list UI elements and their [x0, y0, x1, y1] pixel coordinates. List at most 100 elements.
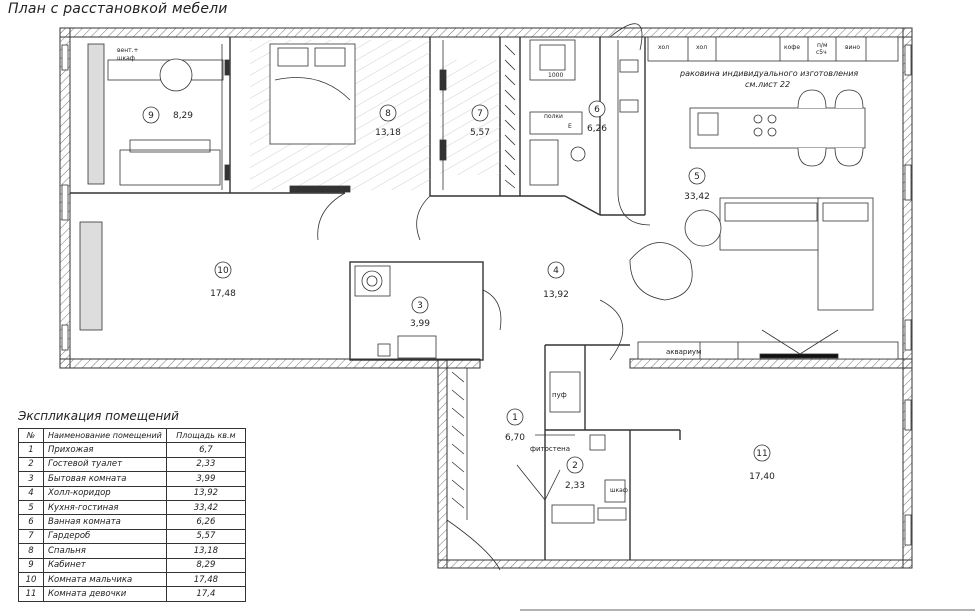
cell-area: 17,48 [165, 571, 246, 588]
header-number: № [18, 427, 44, 444]
room-8-area: 13,18 [375, 128, 401, 138]
room-6-area: 6,26 [587, 124, 607, 134]
cell-number: 4 [18, 485, 44, 501]
room-4-area: 13,92 [543, 290, 569, 300]
room-4-number: 4 [553, 266, 559, 276]
room-7-area: 5,57 [470, 128, 490, 138]
aquarium-label: аквариум [666, 348, 701, 356]
kitchen-cabinets [647, 36, 899, 62]
size-label: 1000 [548, 72, 563, 79]
cell-name: Бытовая комната [43, 471, 167, 487]
cell-number: 3 [18, 471, 44, 487]
room-1-number: 1 [512, 413, 518, 423]
room-3-furniture [354, 265, 437, 359]
legend-title: Экспликация помещений [18, 409, 179, 423]
fridge-label-1: хол [658, 44, 669, 51]
cell-name: Комната девочки [43, 586, 167, 602]
wine-label: вино [845, 44, 860, 51]
dishwasher-label-2: с5ч [816, 49, 827, 56]
room-6-furniture [529, 23, 643, 195]
header-area: Площадь кв.м [165, 427, 246, 444]
cell-name: Кабинет [43, 557, 167, 573]
cell-area: 6,7 [165, 442, 246, 458]
shelf-label: полки [544, 113, 563, 120]
room-8-furniture [250, 40, 430, 193]
cell-name: Кухня-гостиная [43, 499, 167, 516]
table-header-row: № Наименование помещений Площадь кв.м [18, 427, 246, 444]
cell-number: 9 [18, 557, 44, 573]
cell-name: Холл-коридор [43, 485, 167, 501]
cell-number: 5 [18, 499, 44, 516]
cell-number: 8 [18, 543, 44, 559]
room-10-furniture [79, 221, 103, 331]
doors [317, 192, 651, 571]
cell-area: 33,42 [165, 499, 246, 516]
room-2-area: 2,33 [565, 481, 585, 491]
cell-name: Гостевой туалет [43, 456, 167, 473]
cell-number: 2 [18, 456, 44, 473]
room-8-number: 8 [385, 109, 391, 119]
cell-number: 1 [18, 442, 44, 458]
cell-name: Прихожая [43, 442, 167, 458]
cell-number: 11 [18, 586, 44, 602]
cell-number: 6 [18, 514, 44, 530]
room-7-number: 7 [477, 109, 483, 119]
sink-note: раковина индивидуального изготовления [679, 69, 858, 78]
sheet-ref: см.лист 22 [745, 80, 790, 89]
room-1-area: 6,70 [505, 433, 525, 443]
room-markers [142, 100, 771, 474]
sofa [629, 197, 874, 311]
windows [61, 44, 912, 546]
room-3-area: 3,99 [410, 319, 430, 329]
header-name: Наименование помещений [43, 427, 167, 444]
cell-number: 10 [18, 571, 44, 588]
room-6-number: 6 [594, 105, 600, 115]
cell-area: 13,92 [165, 485, 246, 501]
vent-label: вент.+ [117, 47, 139, 54]
cell-area: 2,33 [165, 456, 246, 473]
room-5-area: 33,42 [684, 192, 710, 202]
cell-name: Гардероб [43, 528, 167, 545]
cell-name: Комната мальчика [43, 571, 167, 588]
room-9-area: 8,29 [173, 111, 193, 121]
fridge-label-2: хол [696, 44, 707, 51]
kitchen-island [689, 89, 866, 167]
plan-title: План с расстановкой мебели [8, 1, 228, 17]
cell-name: Ванная комната [43, 514, 167, 530]
room-10-area: 17,48 [210, 289, 236, 299]
coffee-label: кофе [784, 44, 800, 51]
room-2-furniture [551, 434, 627, 524]
room-3-number: 3 [417, 301, 423, 311]
cabinet-label: шкаф [610, 487, 628, 494]
cell-area: 3,99 [165, 471, 246, 487]
room-11-area: 17,40 [749, 472, 775, 482]
room-1-furniture [451, 299, 624, 520]
cell-area: 6,26 [165, 514, 246, 530]
fito-wall-label: фитостена [530, 445, 570, 453]
mark-label: Е [568, 123, 572, 130]
cell-area: 5,57 [165, 528, 246, 545]
wardrobe-label: шкаф [117, 55, 135, 62]
cell-area: 8,29 [165, 557, 246, 573]
room-2-number: 2 [572, 461, 578, 471]
dishwasher-label-1: п/м [817, 42, 827, 49]
aquarium-cabinet [637, 329, 899, 360]
pouf-label: пуф [552, 391, 567, 399]
room-10-number: 10 [217, 266, 229, 276]
room-9-number: 9 [148, 111, 154, 121]
room-7-furniture [439, 40, 516, 190]
cell-name: Спальня [43, 543, 167, 559]
cell-number: 7 [18, 528, 44, 545]
cell-area: 17,4 [165, 586, 246, 602]
